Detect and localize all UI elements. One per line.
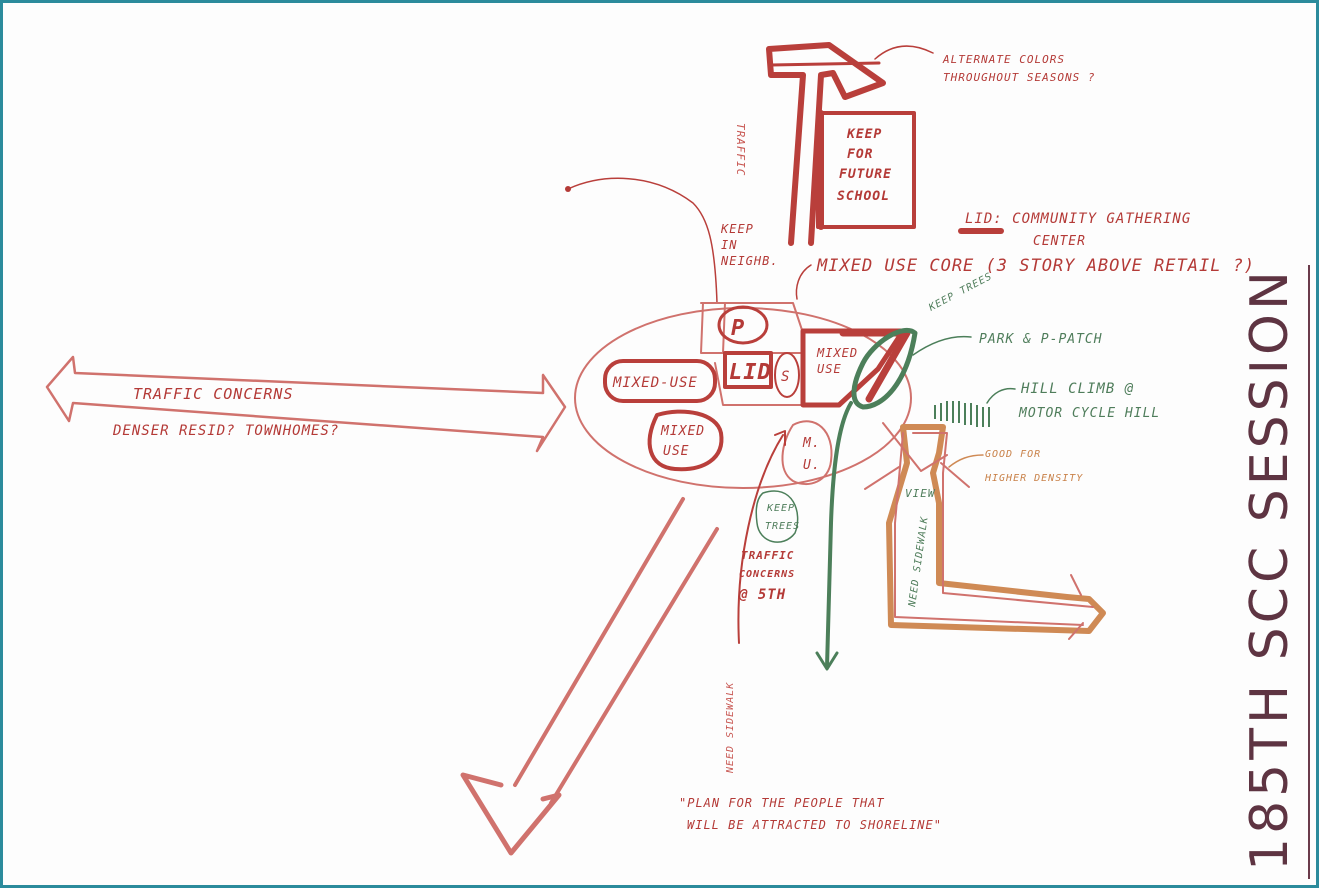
svg-text:TRAFFIC: TRAFFIC <box>734 123 747 176</box>
traffic-5th-line1: TRAFFIC <box>741 549 794 562</box>
sketch-diagram: ALTERNATE COLORS THROUGHOUT SEASONS ? TR… <box>3 3 1316 885</box>
lid-gathering-line1: LID: COMMUNITY GATHERING <box>965 211 1191 227</box>
future-school-line3: FUTURE <box>839 167 892 182</box>
keep-neighb-line1: KEEP <box>720 222 754 236</box>
mixed-use-right-line2: USE <box>817 362 842 376</box>
lid-gathering-line2: CENTER <box>1033 234 1086 249</box>
mu-block <box>782 421 831 484</box>
mixed-use-bottom-line2: USE <box>663 444 689 459</box>
density-line2: HIGHER DENSITY <box>984 473 1083 484</box>
mixed-use-core: MIXED USE CORE (3 STORY ABOVE RETAIL ?) <box>816 256 1255 276</box>
keep-trees-low-line1: KEEP <box>766 503 795 514</box>
need-sidewalk-left: NEED SIDEWALK <box>725 682 736 774</box>
alternate-colors-line1: ALTERNATE COLORS <box>942 53 1065 66</box>
traffic-concerns-west: TRAFFIC CONCERNS <box>133 385 294 403</box>
need-sidewalk-right: NEED SIDEWALK <box>907 515 931 608</box>
plan-quote-line2: WILL BE ATTRACTED TO SHORELINE" <box>687 818 942 832</box>
traffic-5th-line2: CONCERNS <box>739 569 795 580</box>
north-arrow <box>769 45 883 243</box>
session-title: 185TH SCC SESSION <box>1240 267 1300 871</box>
hill-climb-line2: MOTOR CYCLE HILL <box>1018 406 1160 421</box>
traffic-5th-line3: @ 5TH <box>738 587 786 603</box>
view-label: VIEW <box>905 487 936 500</box>
denser-resid: DENSER RESID? TOWNHOMES? <box>112 423 339 439</box>
traffic-vertical-label: TRAFFIC <box>734 123 747 176</box>
keep-trees-low-outline <box>756 491 797 542</box>
density-line1: GOOD FOR <box>985 449 1041 460</box>
parking-label: P <box>731 316 745 341</box>
s-label: S <box>781 369 790 385</box>
keep-neighb-line2: IN <box>721 238 737 252</box>
future-school-line2: FOR <box>847 147 873 162</box>
hill-climb-line1: HILL CLIMB @ <box>1020 381 1134 397</box>
plan-quote-line1: "PLAN FOR THE PEOPLE THAT <box>679 796 885 810</box>
keep-neighb-leader <box>568 178 717 303</box>
mixed-use-bottom-block <box>650 412 722 470</box>
alternate-colors-leader <box>875 46 933 59</box>
lid-center-label: LID <box>729 360 772 385</box>
mu-line2: U. <box>803 458 821 473</box>
keep-neighb-line3: NEIGHB. <box>720 254 779 268</box>
alternate-colors-line2: THROUGHOUT SEASONS ? <box>943 71 1095 84</box>
mixed-use-bottom-line1: MIXED <box>660 424 705 439</box>
keep-trees-top: KEEP TREES <box>926 271 994 314</box>
traffic-5th-arrow <box>738 431 785 643</box>
future-school-line1: KEEP <box>846 127 882 142</box>
park-ppatch: PARK & P-PATCH <box>979 332 1103 347</box>
future-school-line4: SCHOOL <box>837 189 890 204</box>
mu-line1: M. <box>802 436 821 451</box>
hill-climb-hatch <box>935 401 989 427</box>
keep-trees-low-line2: TREES <box>765 521 800 532</box>
mixed-use-right-line1: MIXED <box>816 346 858 360</box>
mixed-use-left: MIXED-USE <box>612 375 698 391</box>
